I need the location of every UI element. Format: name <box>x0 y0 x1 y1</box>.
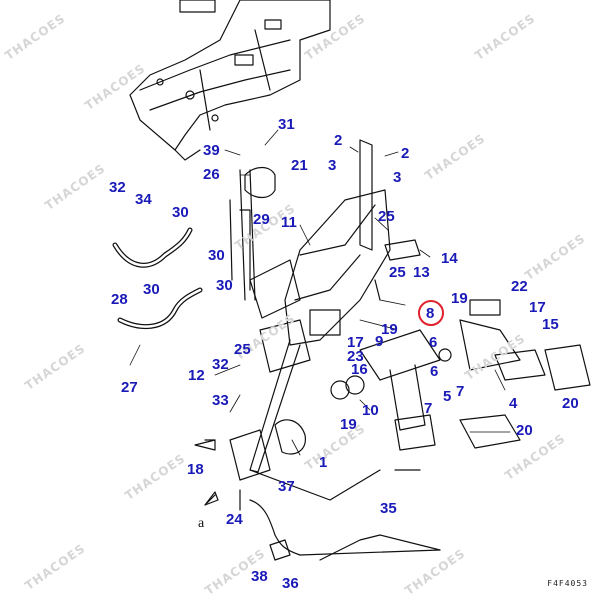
part-label: 2 <box>334 132 343 149</box>
part-label: 17 <box>347 334 364 351</box>
column-assembly <box>229 139 591 501</box>
part-label: 36 <box>282 575 299 592</box>
part-label: 33 <box>212 392 229 409</box>
part-label: 31 <box>278 116 295 133</box>
part-label: 24 <box>226 511 243 528</box>
part-label: 38 <box>251 568 268 585</box>
part-label: 6 <box>430 363 439 380</box>
part-label: 8 <box>426 305 435 322</box>
lower-rods <box>194 439 441 561</box>
part-label: 22 <box>511 278 528 295</box>
part-label: 23 <box>347 348 364 365</box>
part-label: 4 <box>509 395 518 412</box>
part-label: 7 <box>424 400 433 417</box>
part-label: 20 <box>516 422 533 439</box>
part-label: 6 <box>429 334 438 351</box>
part-label: 25 <box>234 341 251 358</box>
part-label: 39 <box>203 142 220 159</box>
part-label: 26 <box>203 166 220 183</box>
hoses <box>112 227 203 330</box>
part-label: 13 <box>413 264 430 281</box>
part-label: 29 <box>253 211 270 228</box>
sheet-code: F4F4053 <box>547 579 588 588</box>
part-label: 15 <box>542 316 559 333</box>
part-label: 3 <box>393 169 402 186</box>
part-label: 30 <box>172 204 189 221</box>
part-label: 21 <box>291 157 308 174</box>
part-label: 19 <box>381 321 398 338</box>
part-label: 12 <box>188 367 205 384</box>
part-label: 35 <box>380 500 397 517</box>
connector-letter: a <box>198 516 205 531</box>
part-label: 11 <box>281 214 297 231</box>
frame-bracket <box>129 0 331 161</box>
part-label: 14 <box>441 250 458 267</box>
part-label: 7 <box>456 383 465 400</box>
part-label: 30 <box>208 247 225 264</box>
part-label: 25 <box>389 264 406 281</box>
part-label: 9 <box>375 333 384 350</box>
part-label: 2 <box>401 145 410 162</box>
part-label: 30 <box>216 277 233 294</box>
leader-lines <box>129 129 511 456</box>
part-label: 5 <box>443 388 452 405</box>
part-label: 19 <box>340 416 357 433</box>
part-label: 19 <box>451 290 468 307</box>
part-label: 20 <box>562 395 579 412</box>
part-label: 34 <box>135 191 152 208</box>
part-label: 16 <box>351 361 368 378</box>
part-label: 30 <box>143 281 160 298</box>
hoses-inner <box>113 228 202 328</box>
part-label: 18 <box>187 461 204 478</box>
part-label: 32 <box>109 179 126 196</box>
part-label: 27 <box>121 379 138 396</box>
part-label: 1 <box>319 454 328 471</box>
highlight-circle <box>418 300 444 326</box>
part-label: 10 <box>362 402 379 419</box>
part-label: 28 <box>111 291 128 308</box>
part-label: 32 <box>212 356 229 373</box>
part-label: 3 <box>328 157 337 174</box>
part-label: 25 <box>378 208 395 225</box>
part-label: 17 <box>529 299 546 316</box>
part-label: 37 <box>278 478 295 495</box>
